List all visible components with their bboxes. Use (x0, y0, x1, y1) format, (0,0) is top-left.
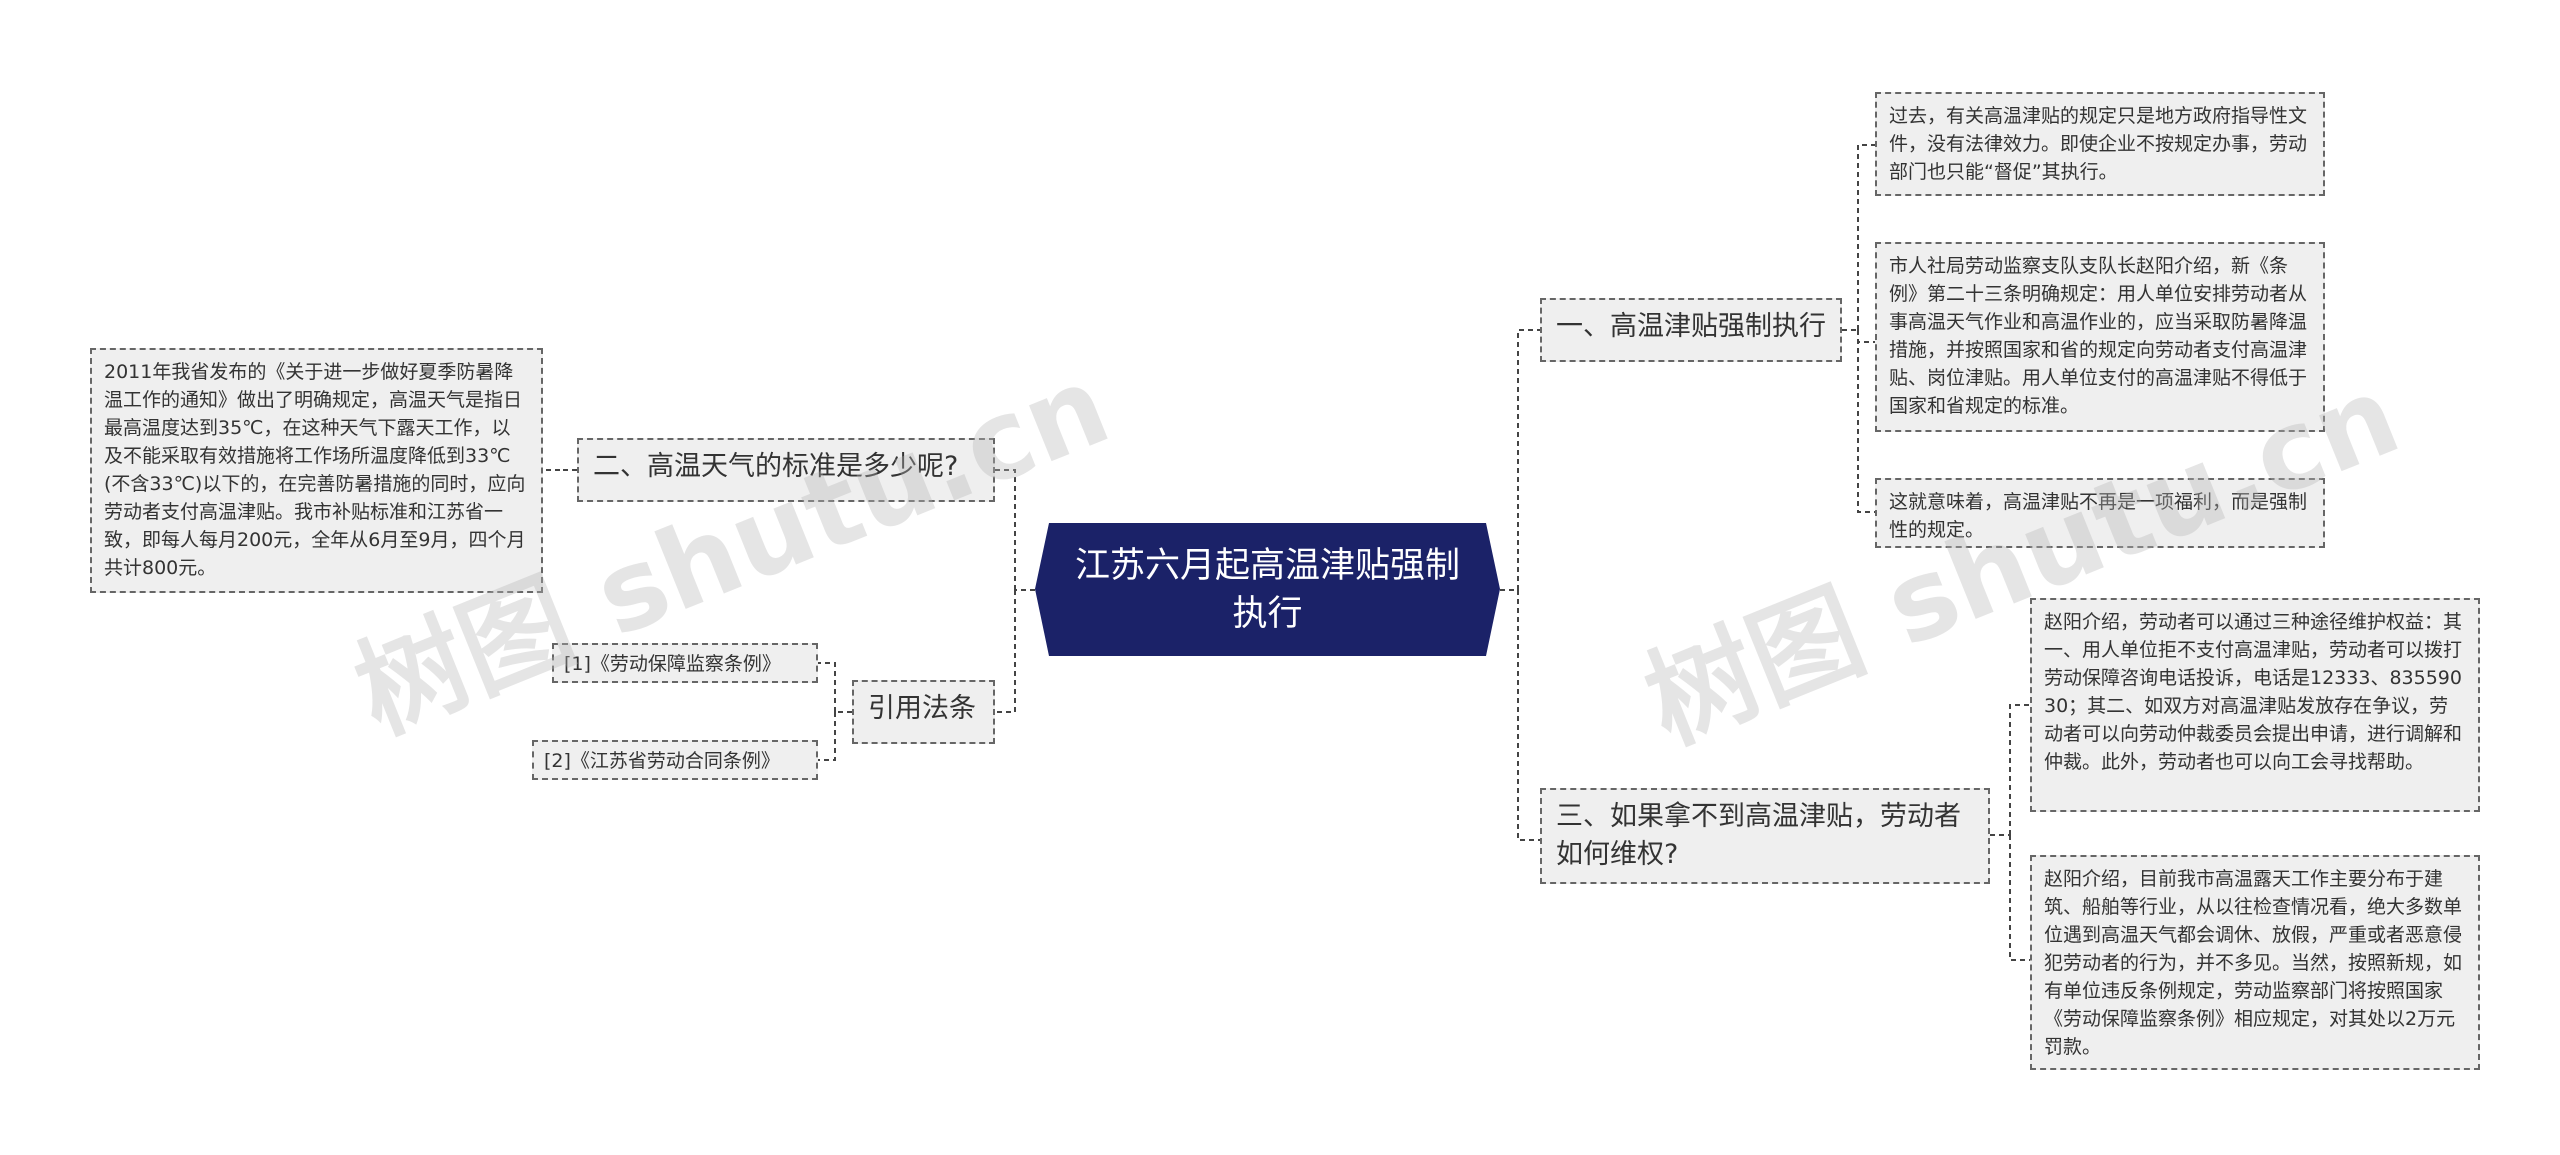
root-topic[interactable]: 江苏六月起高温津贴强制执行 (1035, 523, 1500, 656)
branch-label: 三、如果拿不到高温津贴，劳动者如何维权? (1556, 801, 1961, 870)
root-title: 江苏六月起高温津贴强制执行 (1075, 545, 1461, 634)
leaf-text: 赵阳介绍，目前我市高温露天工作主要分布于建筑、船舶等行业，从以往检查情况看，绝大… (2044, 868, 2463, 1058)
leaf-text: 市人社局劳动监察支队支队长赵阳介绍，新《条例》第二十三条明确规定：用人单位安排劳… (1889, 255, 2308, 417)
branch-mandatory-enforcement[interactable]: 一、高温津贴强制执行 (1540, 298, 1842, 362)
leaf-text: 过去，有关高温津贴的规定只是地方政府指导性文件，没有法律效力。即使企业不按规定办… (1889, 105, 2308, 183)
branch-label: 二、高温天气的标准是多少呢? (593, 451, 959, 482)
leaf-text: 2011年我省发布的《关于进一步做好夏季防暑降温工作的通知》做出了明确规定，高温… (104, 361, 526, 579)
branch-rights-protection[interactable]: 三、如果拿不到高温津贴，劳动者如何维权? (1540, 788, 1990, 884)
branch-cited-laws[interactable]: 引用法条 (852, 680, 995, 744)
leaf-b1-2[interactable]: 市人社局劳动监察支队支队长赵阳介绍，新《条例》第二十三条明确规定：用人单位安排劳… (1875, 242, 2325, 432)
leaf-b1-1[interactable]: 过去，有关高温津贴的规定只是地方政府指导性文件，没有法律效力。即使企业不按规定办… (1875, 92, 2325, 196)
branch-high-temp-standard[interactable]: 二、高温天气的标准是多少呢? (577, 438, 995, 502)
ref-labor-inspection-regulation[interactable]: [1]《劳动保障监察条例》 (552, 643, 818, 683)
ref-jiangsu-labor-contract-regulation[interactable]: [2]《江苏省劳动合同条例》 (532, 740, 818, 780)
root-shape (1035, 523, 1500, 656)
branch-label: 一、高温津贴强制执行 (1556, 311, 1826, 342)
ref-text: [1]《劳动保障监察条例》 (564, 653, 781, 675)
leaf-b3-2[interactable]: 赵阳介绍，目前我市高温露天工作主要分布于建筑、船舶等行业，从以往检查情况看，绝大… (2030, 855, 2480, 1070)
leaf-b3-1[interactable]: 赵阳介绍，劳动者可以通过三种途径维护权益：其一、用人单位拒不支付高温津贴，劳动者… (2030, 598, 2480, 812)
leaf-text: 赵阳介绍，劳动者可以通过三种途径维护权益：其一、用人单位拒不支付高温津贴，劳动者… (2044, 611, 2463, 773)
ref-text: [2]《江苏省劳动合同条例》 (544, 750, 780, 772)
branch-label: 引用法条 (868, 693, 976, 724)
leaf-b1-3[interactable]: 这就意味着，高温津贴不再是一项福利，而是强制性的规定。 (1875, 478, 2325, 548)
leaf-text: 这就意味着，高温津贴不再是一项福利，而是强制性的规定。 (1889, 491, 2308, 541)
leaf-b2-1[interactable]: 2011年我省发布的《关于进一步做好夏季防暑降温工作的通知》做出了明确规定，高温… (90, 348, 543, 593)
